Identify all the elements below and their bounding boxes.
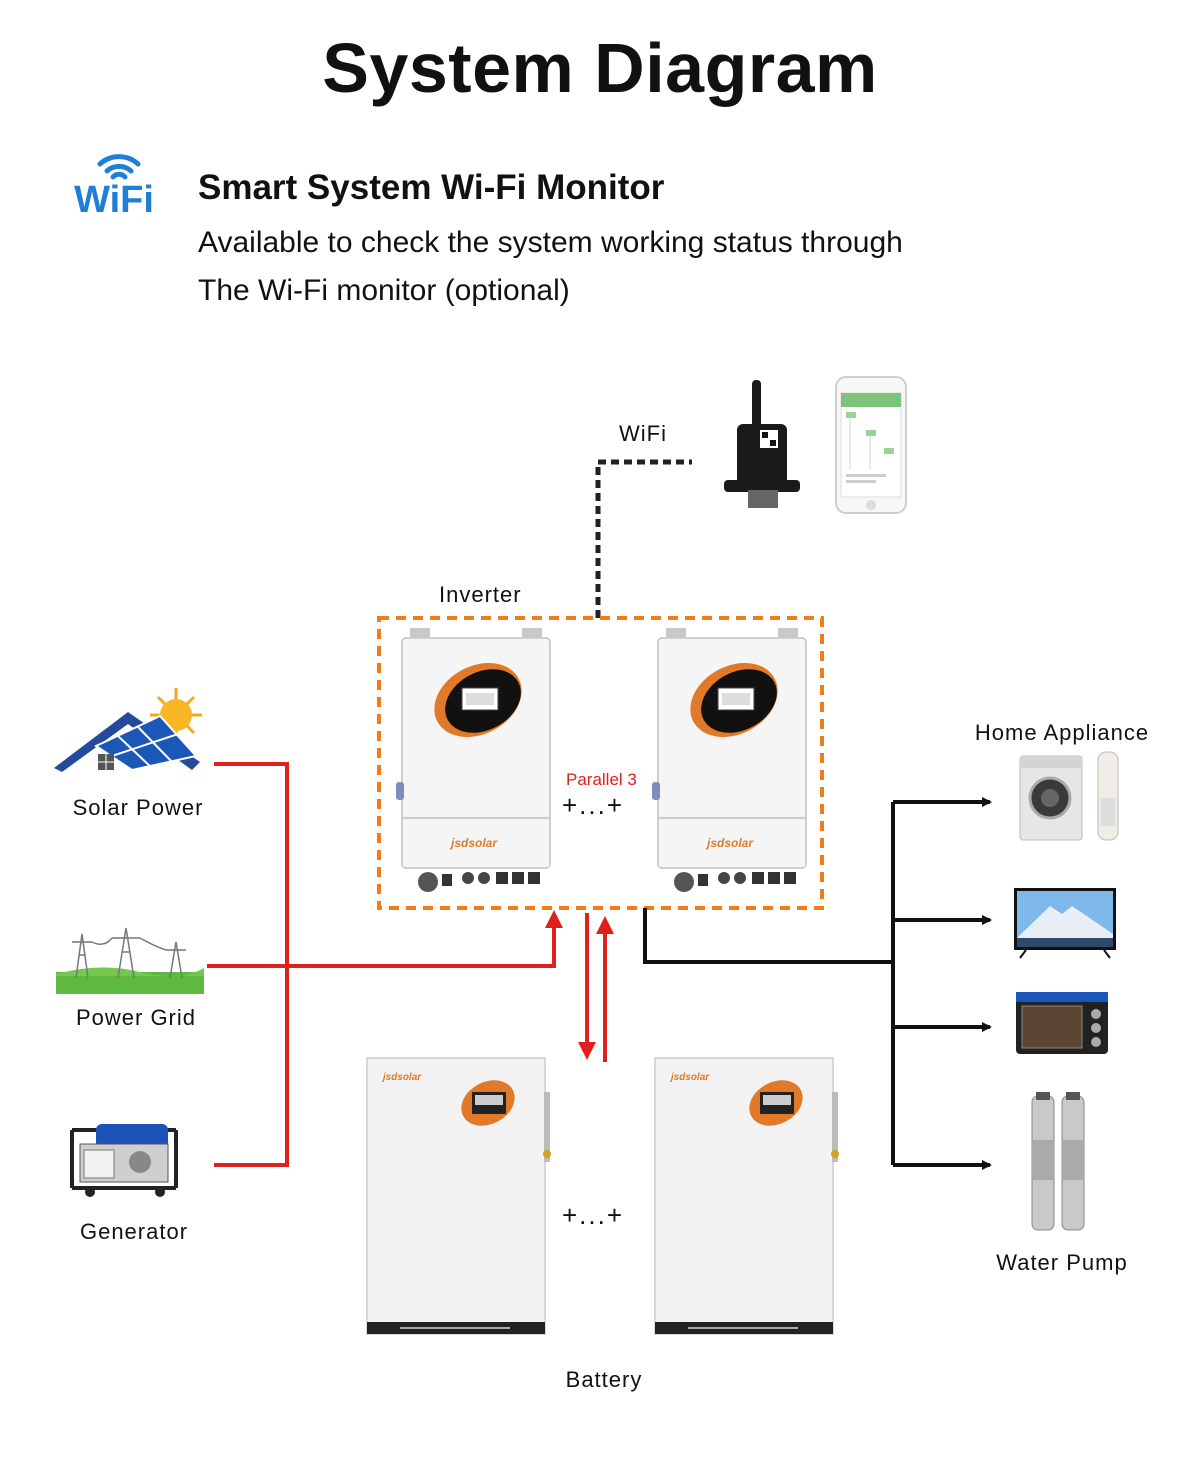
parallel-label: Parallel 3 xyxy=(566,770,637,789)
inverter-parallel-plus: +...+ xyxy=(562,790,625,820)
solar-power-label: Solar Power xyxy=(72,795,204,820)
generator-icon xyxy=(70,1124,178,1197)
water-pump-label: Water Pump xyxy=(996,1250,1128,1275)
generator-label: Generator xyxy=(79,1219,189,1244)
washing-machine-icon xyxy=(1019,755,1083,841)
oven-icon xyxy=(1016,992,1108,1054)
battery-unit-2 xyxy=(654,1057,839,1335)
power-grid-icon xyxy=(56,927,204,994)
page-title: System Diagram xyxy=(322,29,878,107)
battery-2-brand: jsdsolar xyxy=(669,1072,710,1083)
monitor-description-line-1: Available to check the system working st… xyxy=(198,226,903,259)
inverter-2-brand: jsdsolar xyxy=(705,836,754,850)
wifi-logo-icon: WiFi xyxy=(74,154,154,216)
solar-roof-icon xyxy=(54,688,202,772)
inverter-unit-1 xyxy=(396,628,551,892)
inverter-1-brand: jsdsolar xyxy=(449,836,498,850)
battery-1-brand: jsdsolar xyxy=(381,1072,422,1083)
monitor-description-line-2: The Wi-Fi monitor (optional) xyxy=(198,274,570,307)
wifi-dongle-icon xyxy=(724,380,800,508)
home-appliance-label: Home Appliance xyxy=(974,720,1150,745)
inverter-unit-2 xyxy=(652,628,807,892)
monitor-heading: Smart System Wi-Fi Monitor xyxy=(198,168,665,207)
water-pump-icon xyxy=(1031,1092,1085,1231)
wifi-link-line xyxy=(595,459,692,618)
smartphone-app-icon xyxy=(835,376,907,514)
television-icon xyxy=(1014,888,1116,959)
output-power-lines xyxy=(643,797,992,1170)
battery-parallel-plus: +...+ xyxy=(562,1200,625,1230)
inverter-frame xyxy=(377,616,824,910)
battery-unit-1 xyxy=(366,1057,551,1335)
inverter-label: Inverter xyxy=(439,582,522,607)
wifi-label: WiFi xyxy=(619,421,667,446)
input-power-lines xyxy=(207,762,556,1167)
battery-label: Battery xyxy=(565,1367,643,1392)
power-grid-label: Power Grid xyxy=(75,1005,197,1030)
wifi-logo-text: WiFi xyxy=(74,179,154,216)
input-arrow-head xyxy=(545,910,563,928)
air-conditioner-icon xyxy=(1097,751,1119,841)
